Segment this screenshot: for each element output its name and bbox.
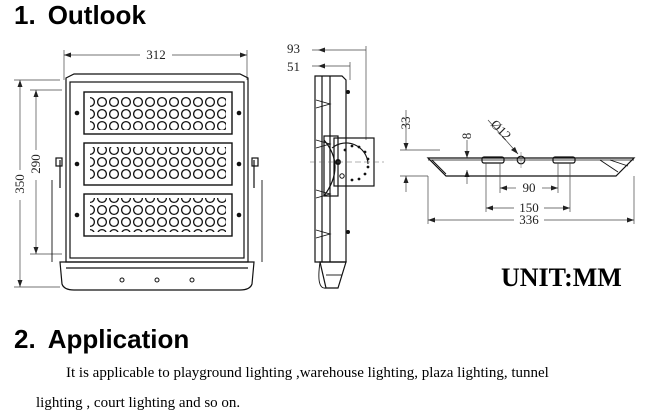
dim-hole-label: Ø12 [488,117,514,143]
section-title: Application [47,324,190,354]
technical-drawing: 312 350 290 [12,41,636,292]
dimension-depth: 93 51 [287,41,367,140]
led-module-3 [74,193,242,237]
dim-90-label: 90 [523,180,536,195]
side-profile [314,75,347,289]
dim-height-label: 350 [12,174,27,194]
dim-8-label: 8 [459,133,474,140]
dim-depth-inner-label: 51 [287,59,300,74]
mount-plate [426,156,636,177]
dimension-width: 312 [63,47,248,80]
side-view: 93 51 [287,41,384,289]
mount-view: 33 8 Ø12 [398,110,636,227]
dimension-hole: Ø12 [487,117,519,155]
dim-width-label: 312 [146,47,166,62]
dimension-90-150-336 [427,163,635,224]
front-view: 312 350 290 [12,47,263,291]
application-text-line-1: It is applicable to playground lighting … [66,365,549,381]
dimension-height: 350 290 [12,79,62,288]
section-heading-application: 2. Application [14,326,189,352]
application-text-line-2: lighting , court lighting and so on. [36,395,241,411]
unit-label: UNIT:MM [501,263,622,292]
section-heading-outlook: 1. Outlook [14,2,146,28]
dim-150-label: 150 [519,200,539,215]
dimension-8: 8 [459,133,474,184]
section-number: 2. [14,324,36,354]
dim-depth-label: 93 [287,41,300,56]
dim-33-label: 33 [398,117,413,130]
fixture-frame [51,73,263,291]
dim-336-label: 336 [519,212,539,227]
section-title: Outlook [47,0,146,30]
dimension-33: 33 [398,110,440,192]
section-number: 1. [14,0,36,30]
led-module-2 [74,142,242,186]
dim-inner-height-label: 290 [28,154,43,174]
led-module-1 [74,91,242,135]
